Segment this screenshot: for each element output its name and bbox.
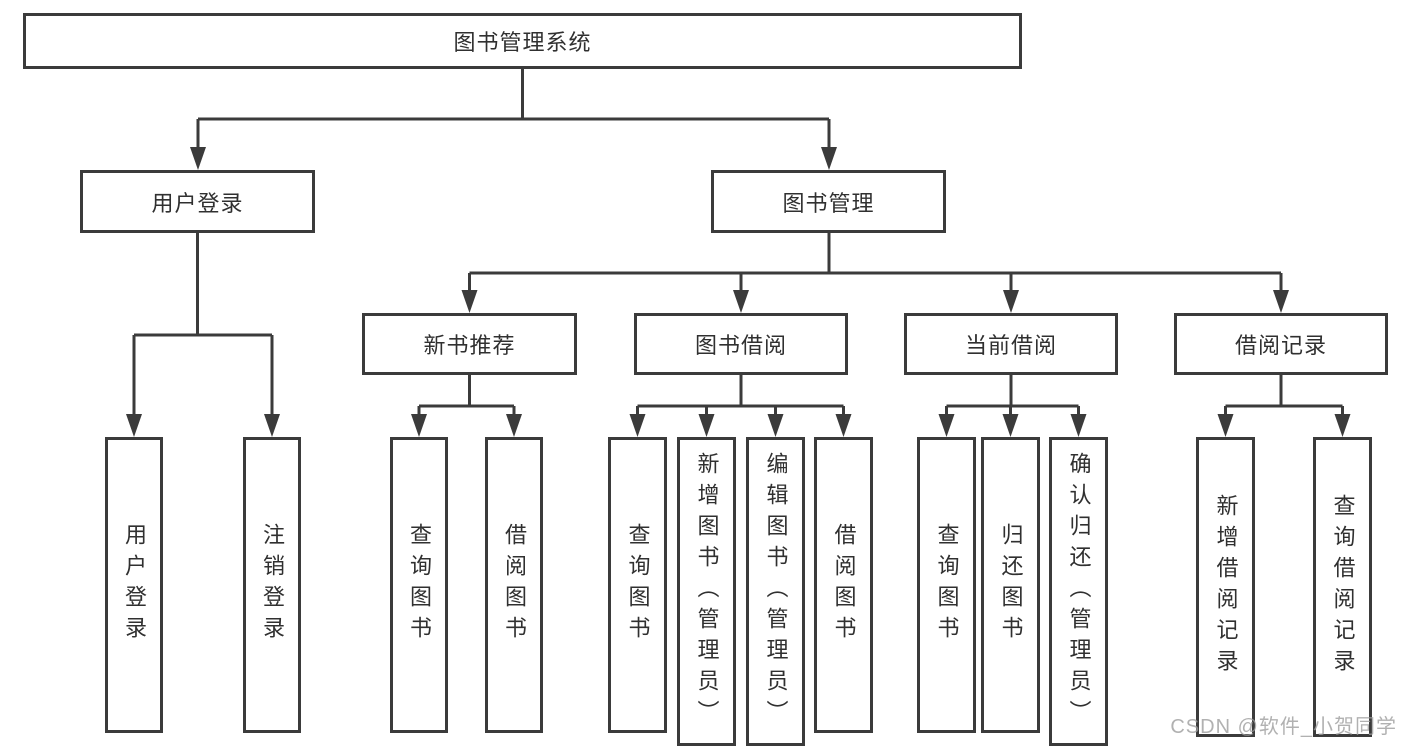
node-label: 新增借阅记录	[1213, 494, 1239, 680]
node-add-book-admin: 新增图书（管理员）	[677, 437, 736, 746]
node-current-borrowing: 当前借阅	[904, 313, 1118, 375]
node-new-book-recommend: 新书推荐	[362, 313, 577, 375]
node-query-books-current: 查询图书	[917, 437, 976, 733]
node-label: 归还图书	[998, 523, 1024, 647]
node-label: 图书管理	[782, 190, 875, 216]
node-book-management: 图书管理	[711, 170, 946, 233]
node-label: 借阅图书	[502, 523, 527, 647]
node-borrow-books-borrowing: 借阅图书	[814, 437, 873, 733]
node-library-management-system: 图书管理系统	[23, 13, 1022, 69]
node-user-login-leaf: 用户登录	[105, 437, 163, 733]
node-edit-book-admin: 编辑图书（管理员）	[746, 437, 805, 746]
node-label: 借阅图书	[831, 523, 857, 647]
node-label: 确认归还（管理员）	[1066, 452, 1092, 731]
node-label: 查询借阅记录	[1330, 494, 1356, 680]
node-return-books: 归还图书	[981, 437, 1040, 733]
node-label: 新增图书（管理员）	[694, 452, 720, 731]
node-label: 借阅记录	[1234, 333, 1327, 358]
node-borrowing-records: 借阅记录	[1174, 313, 1388, 375]
node-borrow-books-recommend: 借阅图书	[485, 437, 543, 733]
node-label: 查询图书	[625, 523, 651, 647]
node-query-borrow-record: 查询借阅记录	[1313, 437, 1372, 737]
arrowhead-icons	[126, 147, 1351, 437]
node-label: 当前借阅	[964, 333, 1057, 358]
node-label: 用户登录	[151, 190, 244, 216]
node-confirm-return-admin: 确认归还（管理员）	[1049, 437, 1108, 746]
node-label: 新书推荐	[423, 333, 516, 358]
node-user-login: 用户登录	[80, 170, 315, 233]
node-label: 查询图书	[407, 523, 432, 647]
node-logout-leaf: 注销登录	[243, 437, 301, 733]
node-book-borrowing: 图书借阅	[634, 313, 848, 375]
node-add-borrow-record: 新增借阅记录	[1196, 437, 1255, 737]
node-label: 注销登录	[260, 523, 285, 647]
node-query-books-recommend: 查询图书	[390, 437, 448, 733]
node-query-books-borrowing: 查询图书	[608, 437, 667, 733]
node-label: 用户登录	[122, 523, 147, 647]
node-label: 查询图书	[934, 523, 960, 647]
node-label: 图书管理系统	[453, 30, 592, 55]
node-label: 编辑图书（管理员）	[763, 452, 789, 731]
node-label: 图书借阅	[694, 333, 787, 358]
